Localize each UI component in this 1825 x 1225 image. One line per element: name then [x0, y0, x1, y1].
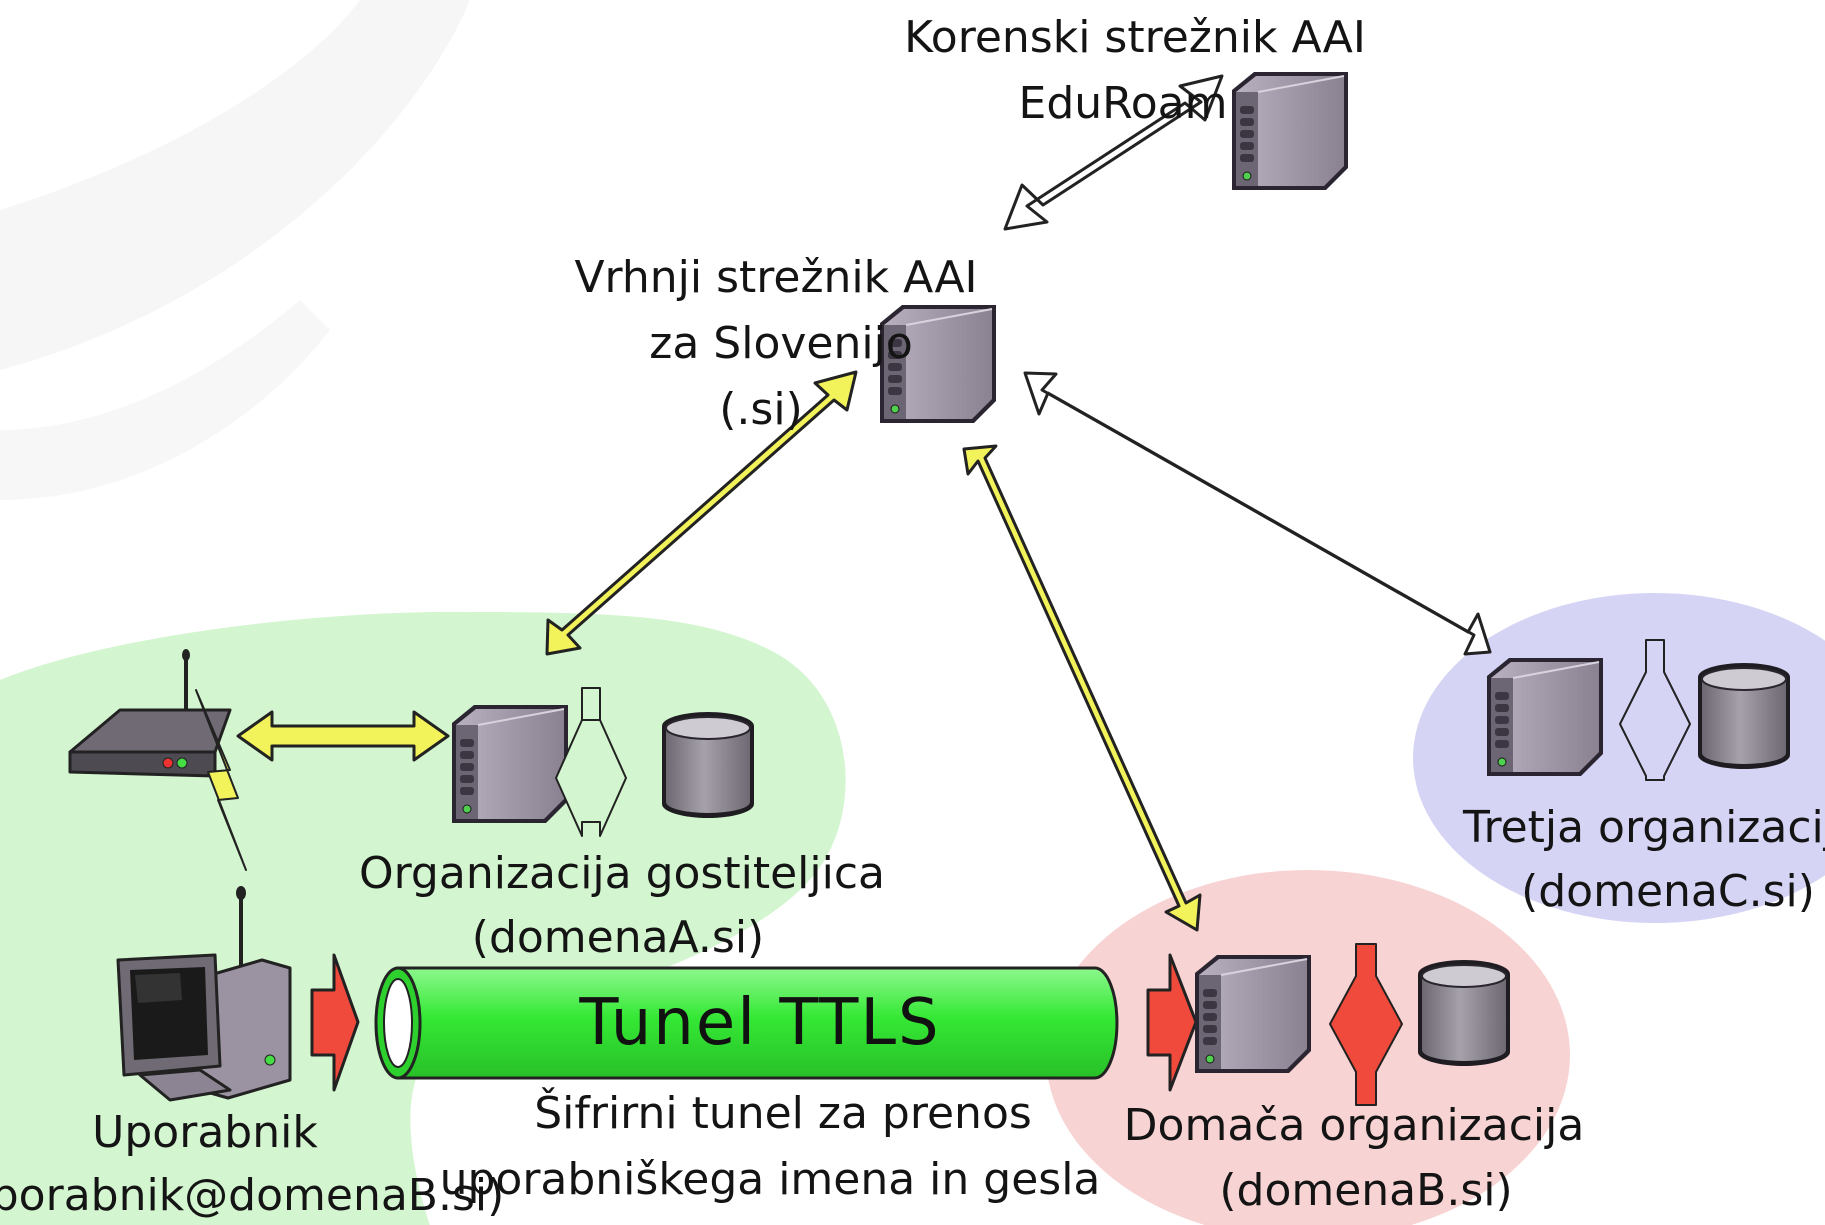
- tunnel-label: Tunel TTLS: [578, 986, 940, 1060]
- third-db-link-icon: [1619, 639, 1691, 781]
- arrow-tunnel-to-home: [1146, 953, 1198, 1092]
- link-router-to-host: [236, 710, 450, 762]
- tunnel-description-line1: Šifrirni tunel za prenos: [534, 1086, 1032, 1139]
- host-db-link-icon: [555, 687, 627, 837]
- root-server-icon: [1231, 71, 1349, 191]
- user-label-line2: (uporabnik@domenaB.si): [0, 1170, 504, 1221]
- computer-icon: [116, 886, 292, 1102]
- background-arcs: [0, 0, 470, 500]
- third-org-label-line2: (domenaC.si): [1521, 866, 1815, 917]
- third-org-label-line1: Tretja organizacija: [1462, 802, 1825, 853]
- third-database-icon: [1697, 662, 1791, 770]
- home-database-icon: [1417, 959, 1511, 1067]
- root-server-label-line1: Korenski strežnik AAI: [904, 12, 1366, 63]
- host-database-icon: [661, 711, 755, 819]
- link-home-to-top: [962, 444, 1202, 932]
- host-org-label-line1: Organizacija gostiteljica: [359, 848, 885, 899]
- link-top-to-root: [1003, 74, 1224, 231]
- wireless-router-icon: [68, 649, 232, 778]
- home-org-label-line1: Domača organizacija: [1124, 1100, 1585, 1151]
- host-server-icon: [451, 704, 569, 824]
- home-server-icon: [1194, 954, 1312, 1074]
- ttls-tunnel: Tunel TTLS: [374, 966, 1119, 1080]
- arrow-user-to-tunnel: [310, 953, 360, 1092]
- top-server-label-line3: (.si): [719, 384, 802, 435]
- top-server-label-line1: Vrhnji strežnik AAI: [574, 252, 977, 303]
- link-top-to-third-org: [1023, 371, 1492, 656]
- root-server-label-line2: EduRoam: [1019, 78, 1228, 129]
- top-server-label-line2: za Slovenijo: [649, 318, 912, 369]
- link-host-to-top: [545, 370, 858, 656]
- host-org-label-line2: (domenaA.si): [472, 912, 764, 963]
- tunnel-description-line2: uporabniškega imena in gesla: [440, 1154, 1101, 1205]
- user-label-line1: Uporabnik: [92, 1107, 318, 1158]
- third-server-icon: [1486, 657, 1604, 777]
- home-db-link-icon: [1329, 943, 1403, 1106]
- wireless-link-icon: [195, 689, 247, 871]
- home-org-label-line2: (domenaB.si): [1219, 1165, 1512, 1216]
